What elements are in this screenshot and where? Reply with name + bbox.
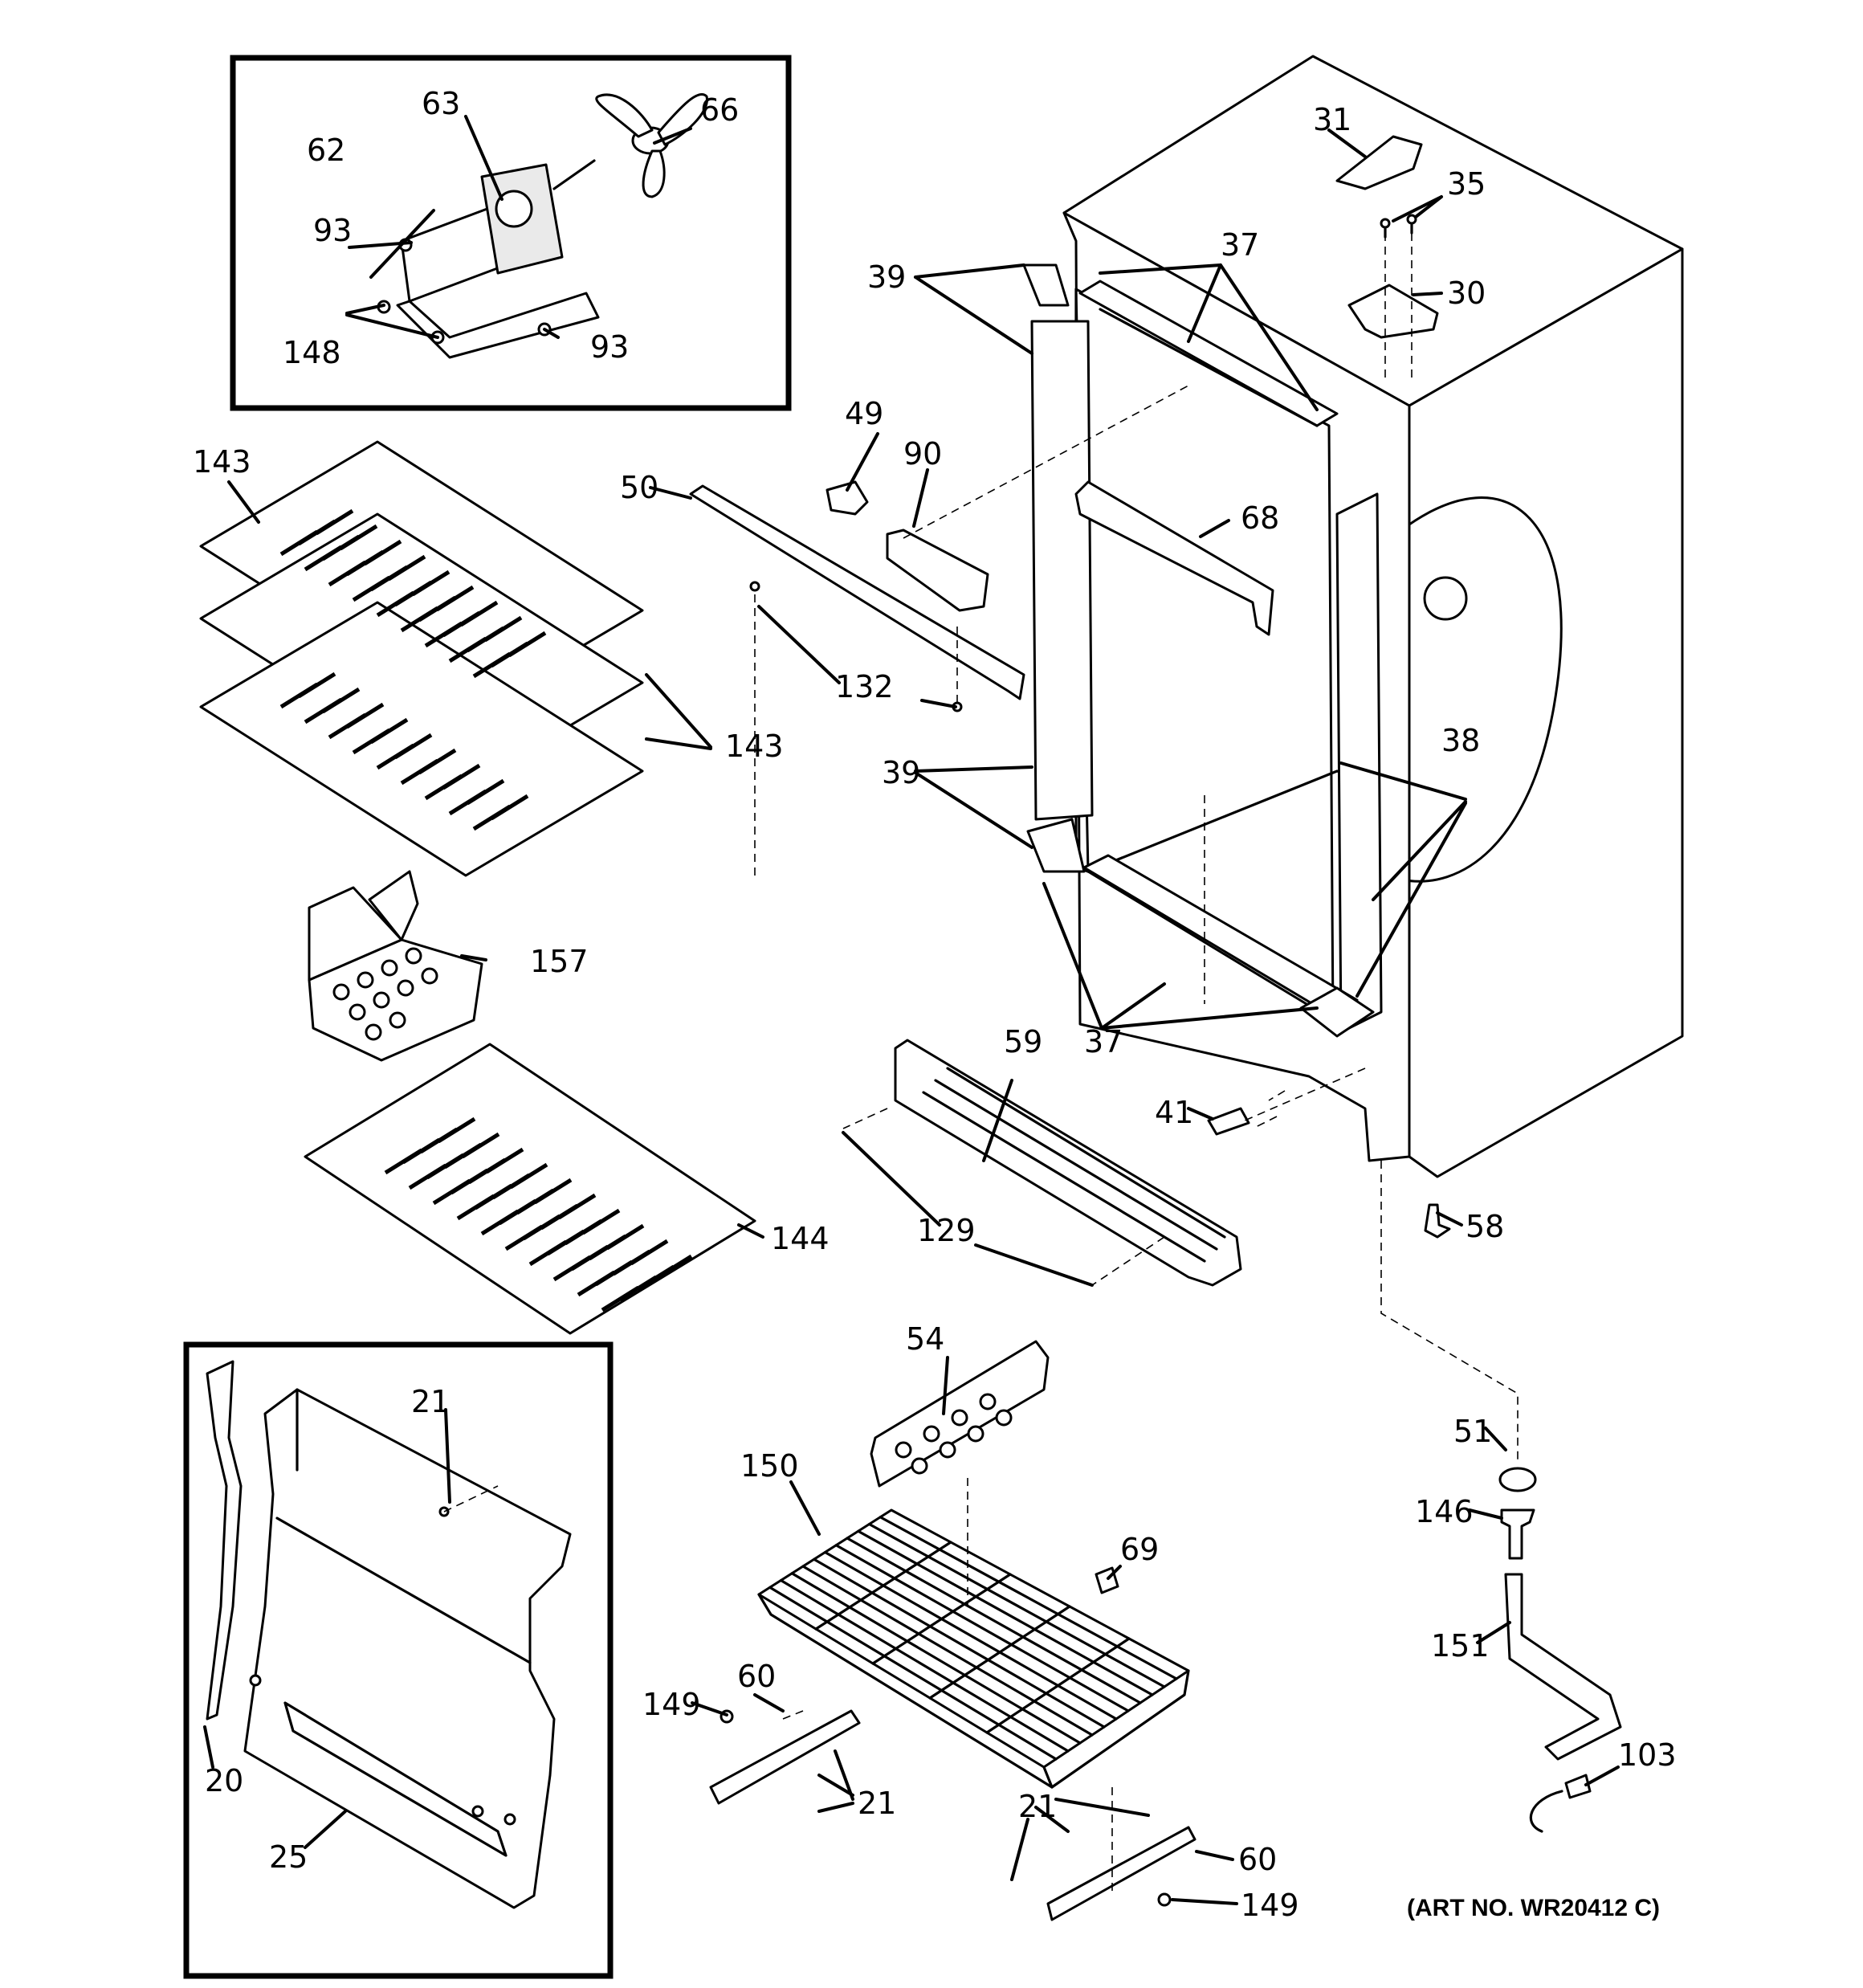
callout-39-a: 39 — [867, 259, 906, 295]
callout-143-a: 143 — [193, 444, 251, 480]
callout-157: 157 — [530, 944, 589, 979]
drain-tube-151 — [1504, 1573, 1622, 1761]
callout-38: 38 — [1441, 723, 1480, 758]
drain-trap-146 — [1500, 1508, 1535, 1560]
callout-59: 59 — [1004, 1024, 1042, 1059]
freezer-cabinet — [1022, 55, 1684, 1178]
callout-21-c: 21 — [1018, 1789, 1057, 1824]
evaporator-cover-inset — [183, 1341, 614, 1979]
callout-60-a: 60 — [737, 1659, 776, 1694]
slide-rail-60-left — [709, 1709, 861, 1805]
screws-93-148 — [377, 238, 552, 345]
breaker-corner-right — [1299, 986, 1375, 1038]
callout-30: 30 — [1447, 276, 1486, 311]
drain-assembly — [1498, 1467, 1622, 1833]
callout-50: 50 — [620, 470, 658, 505]
callout-41: 41 — [1155, 1095, 1193, 1130]
slide-rail-60-right — [1046, 1826, 1196, 1921]
callout-63: 63 — [422, 86, 460, 121]
fan-motor-inset — [230, 55, 792, 411]
callout-93-a: 93 — [313, 213, 352, 248]
grille-59 — [894, 1039, 1242, 1287]
breaker-37-top — [1078, 280, 1339, 427]
callout-129: 129 — [917, 1213, 976, 1248]
callout-149-a: 149 — [642, 1687, 701, 1722]
leveling-leg-58 — [1424, 1203, 1451, 1239]
callout-148: 148 — [283, 335, 341, 370]
callout-69: 69 — [1120, 1532, 1159, 1567]
shelf-144 — [304, 1043, 756, 1335]
art-number: (ART NO. WR20412 C) — [1407, 1895, 1660, 1921]
light-shield-50 — [689, 484, 1025, 700]
callout-66: 66 — [700, 92, 739, 128]
shelves-143 — [199, 440, 644, 877]
callout-143-b: 143 — [725, 729, 784, 764]
callout-58: 58 — [1466, 1209, 1504, 1244]
callout-60-b: 60 — [1238, 1842, 1277, 1877]
callout-103: 103 — [1618, 1737, 1677, 1773]
callout-37-a: 37 — [1221, 227, 1259, 263]
breaker-39-left — [1030, 320, 1094, 821]
callout-39-b: 39 — [882, 755, 920, 790]
fan-blade-66 — [595, 92, 708, 198]
cover-25 — [243, 1388, 572, 1909]
callout-35: 35 — [1447, 166, 1486, 202]
switch-41 — [1207, 1107, 1250, 1136]
inset-frame-bottom — [183, 1341, 614, 1979]
callout-62: 62 — [307, 133, 345, 168]
rail-68 — [1074, 480, 1274, 636]
callout-51: 51 — [1453, 1414, 1492, 1449]
assembly-lines — [443, 233, 1519, 1892]
bracket-62-arm — [396, 292, 600, 359]
callout-labels: 63 66 62 93 148 93 143 143 157 144 21 20… — [193, 86, 1677, 1923]
callout-25: 25 — [269, 1839, 308, 1875]
callout-54: 54 — [906, 1321, 944, 1357]
callout-151: 151 — [1431, 1628, 1490, 1663]
basket-150 — [757, 1508, 1190, 1789]
heater-103-wire — [1529, 1790, 1563, 1833]
drain-plug-51 — [1498, 1467, 1537, 1492]
inset-frame-top — [230, 55, 792, 411]
callout-31: 31 — [1313, 102, 1351, 137]
callout-150: 150 — [740, 1448, 799, 1484]
callout-20: 20 — [205, 1763, 243, 1798]
heater-103 — [1564, 1774, 1592, 1799]
callout-68: 68 — [1241, 500, 1279, 536]
breaker-39-corner-bottom — [1026, 818, 1086, 873]
seal-20 — [206, 1360, 243, 1721]
callout-93-b: 93 — [590, 329, 629, 365]
callout-144: 144 — [771, 1221, 830, 1256]
light-bulb-90 — [886, 529, 989, 612]
callout-37-b: 37 — [1084, 1024, 1123, 1059]
breaker-38-right — [1335, 492, 1383, 1034]
callout-146: 146 — [1415, 1494, 1474, 1529]
bumper-149-right — [1157, 1892, 1172, 1907]
hinge-30 — [1347, 284, 1439, 339]
leader-lines — [203, 115, 1620, 1905]
callout-21-b: 21 — [858, 1786, 896, 1821]
bin-157 — [308, 870, 483, 1062]
callout-21-a: 21 — [411, 1384, 450, 1419]
callout-132: 132 — [835, 669, 894, 704]
callout-149-b: 149 — [1241, 1888, 1299, 1923]
breaker-39-corner-top — [1022, 263, 1070, 307]
callout-90: 90 — [903, 436, 942, 471]
hinge-cover-31 — [1335, 135, 1423, 190]
callout-49: 49 — [845, 396, 883, 431]
